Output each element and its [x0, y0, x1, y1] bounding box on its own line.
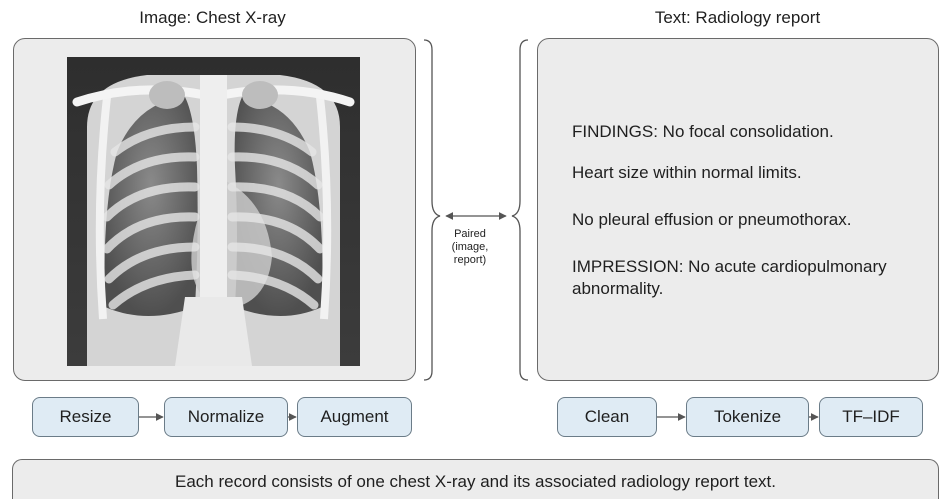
report-impression-line: IMPRESSION: No acute cardiopulmonary abn… [572, 256, 892, 300]
text-panel-title: Text: Radiology report [540, 8, 935, 28]
report-findings-line: FINDINGS: No focal consolidation. [572, 121, 834, 143]
report-effusion-line: No pleural effusion or pneumothorax. [572, 209, 851, 231]
paired-label: Paired (image, report) [442, 228, 498, 267]
step-augment: Augment [297, 397, 412, 437]
right-brace [512, 40, 528, 380]
report-heart-line: Heart size within normal limits. [572, 162, 802, 184]
paired-label-line-1: Paired [442, 228, 498, 241]
step-tokenize: Tokenize [686, 397, 809, 437]
caption-text: Each record consists of one chest X-ray … [175, 472, 776, 491]
paired-label-line-2: (image, [442, 241, 498, 254]
image-panel-title: Image: Chest X-ray [15, 8, 410, 28]
left-brace [424, 40, 440, 380]
chest-xray-image [67, 57, 360, 366]
step-normalize: Normalize [164, 397, 288, 437]
step-resize: Resize [32, 397, 139, 437]
step-tf-idf: TF–IDF [819, 397, 923, 437]
paired-label-line-3: report) [442, 254, 498, 267]
step-clean: Clean [557, 397, 657, 437]
pairing-connector [416, 36, 538, 386]
caption-box: Each record consists of one chest X-ray … [12, 459, 939, 499]
